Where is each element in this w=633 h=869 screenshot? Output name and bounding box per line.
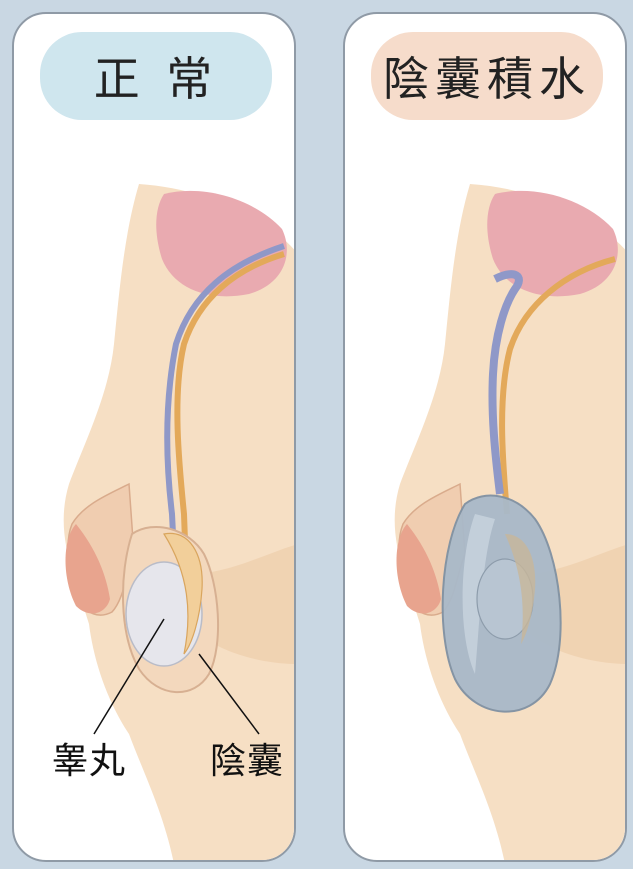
hydrocele-anatomy-illustration: [345, 14, 627, 862]
testis-label: 睾丸: [52, 732, 126, 784]
scrotum-label: 陰囊: [210, 732, 284, 784]
normal-panel: 正 常 睾丸 陰囊: [12, 12, 296, 862]
hydrocele-panel: 陰囊積水: [343, 12, 627, 862]
